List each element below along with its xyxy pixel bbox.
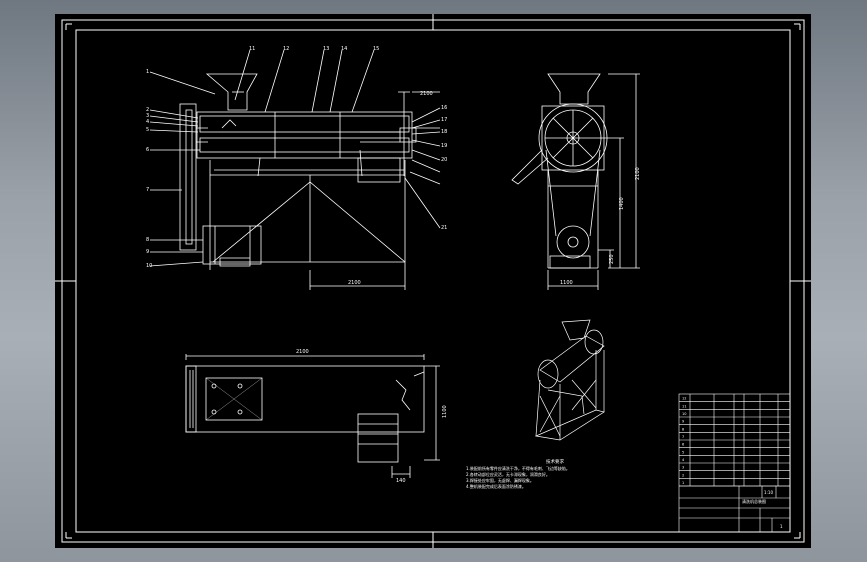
svg-text:10: 10: [146, 263, 152, 269]
svg-text:16: 16: [441, 105, 447, 111]
svg-text:2100: 2100: [348, 280, 361, 286]
bom-row-number: 6: [682, 443, 684, 447]
bom-row-number: 3: [682, 466, 684, 470]
svg-text:6: 6: [146, 147, 149, 153]
bom-row-number: 10: [682, 412, 686, 416]
bom-row-number: 7: [682, 435, 684, 439]
bom-numbers: 12 11 10 9 8 7 6 5 4 3 2 1: [682, 397, 686, 485]
title-block-labels: 清洗机总装图 1:10 1: [742, 490, 783, 529]
svg-text:8: 8: [146, 237, 149, 243]
side-view-labels: 2100 1400 250 1100: [560, 167, 641, 286]
svg-text:1100: 1100: [560, 280, 573, 286]
svg-text:9: 9: [146, 249, 149, 255]
svg-text:1400: 1400: [619, 197, 625, 210]
note-line: 1.装配前所有零件应清洗干净，不得有毛刺、飞边等缺陷。: [466, 465, 570, 471]
bom-row-number: 2: [682, 473, 684, 477]
bom-row-number: 8: [682, 427, 684, 431]
note-line: 3.焊接处应牢固，无虚焊、漏焊现象。: [466, 477, 534, 483]
front-view: [149, 49, 441, 290]
iso-view: [534, 319, 605, 441]
note-line: 2.各转动部位应灵活，无卡滞现象，润滑良好。: [466, 471, 550, 477]
svg-text:19: 19: [441, 143, 447, 149]
sheet-number: 1: [780, 524, 783, 529]
bom-row-number: 1: [682, 481, 684, 485]
svg-text:5: 5: [146, 127, 149, 133]
bom-row-number: 11: [682, 404, 686, 408]
note-line: 4.整机装配完成后表面涂防锈漆。: [466, 483, 526, 489]
bom-row-number: 9: [682, 420, 684, 424]
notes-heading: 技术要求: [546, 458, 564, 465]
svg-text:250: 250: [609, 254, 615, 264]
drawing-title: 清洗机总装图: [742, 498, 766, 504]
svg-text:20: 20: [441, 157, 447, 163]
svg-text:1100: 1100: [442, 405, 448, 418]
svg-text:2100: 2100: [635, 167, 641, 180]
svg-text:14: 14: [341, 46, 347, 52]
svg-text:2: 2: [146, 107, 149, 113]
paper: [55, 14, 811, 548]
svg-text:4: 4: [146, 119, 149, 125]
side-view: [511, 73, 640, 290]
svg-text:13: 13: [323, 46, 329, 52]
front-view-labels: 1 2 3 4 5 6 7 8 9 10 11 12 13 14 15 16 1…: [146, 46, 447, 286]
plan-view-labels: 2100 1100 140: [296, 349, 448, 484]
svg-text:2100: 2100: [296, 349, 309, 355]
svg-text:12: 12: [283, 46, 289, 52]
svg-text:140: 140: [396, 478, 406, 484]
svg-text:7: 7: [146, 187, 149, 193]
frame: [55, 14, 811, 548]
bom-row-number: 12: [682, 397, 686, 401]
scale: 1:10: [764, 490, 773, 495]
title-block: [678, 393, 791, 533]
technical-notes: 技术要求 1.装配前所有零件应清洗干净，不得有毛刺、飞边等缺陷。 2.各转动部位…: [466, 458, 570, 489]
svg-text:18: 18: [441, 129, 447, 135]
bom-row-number: 5: [682, 450, 684, 454]
svg-text:11: 11: [249, 46, 255, 52]
svg-text:2100: 2100: [420, 91, 433, 97]
svg-text:21: 21: [441, 225, 447, 231]
svg-text:15: 15: [373, 46, 379, 52]
plan-view: [185, 354, 440, 478]
bom-row-number: 4: [682, 458, 685, 462]
svg-text:1: 1: [146, 69, 149, 75]
svg-text:3: 3: [146, 113, 149, 119]
svg-text:17: 17: [441, 117, 447, 123]
